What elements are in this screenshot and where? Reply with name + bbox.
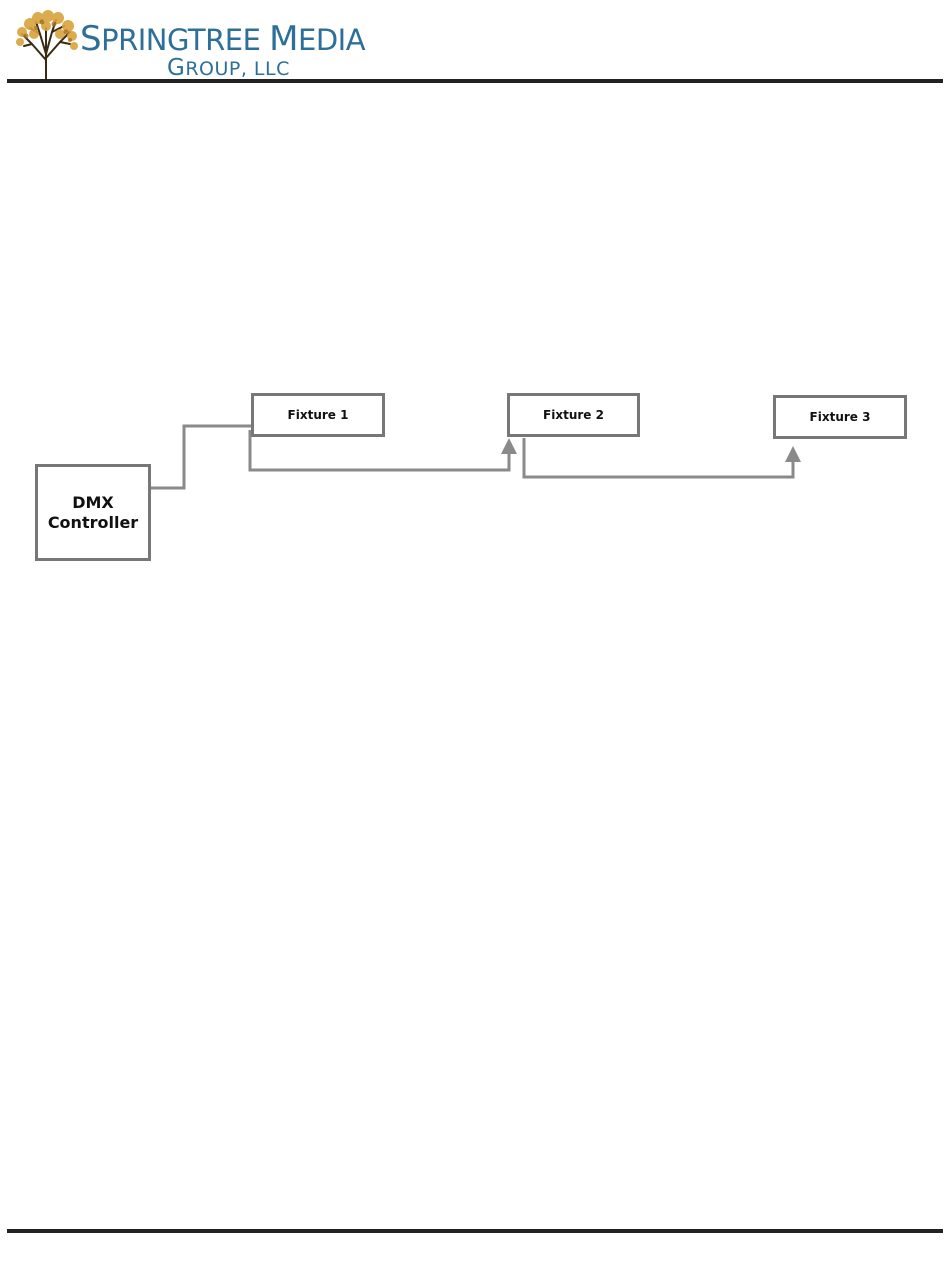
fixture-2-label: Fixture 2: [543, 408, 604, 422]
footer-divider: [7, 1229, 943, 1233]
fixture-1-box: Fixture 1: [251, 393, 385, 437]
arrowhead-fixture2: [501, 438, 517, 454]
logo-initial-g: G: [167, 55, 185, 81]
logo-initial-m: M: [269, 19, 298, 59]
logo-initial-s: S: [80, 19, 101, 59]
controller-label-line2: Controller: [48, 513, 138, 532]
logo-text-roup: ROUP, LLC: [185, 58, 290, 80]
link-fixture2-fixture3: [524, 438, 793, 477]
link-controller-fixture1: [150, 426, 252, 488]
header-divider: [7, 79, 943, 83]
company-name-line2: GROUP, LLC: [167, 57, 290, 80]
company-name-line1: SPRINGTREE MEDIA: [80, 22, 365, 56]
fixture-3-box: Fixture 3: [773, 395, 907, 439]
logo-text-edia: EDIA: [298, 23, 365, 57]
dmx-wiring-diagram: DMX Controller Fixture 1 Fixture 2 Fixtu…: [0, 380, 950, 580]
tree-logo-icon: [10, 8, 82, 82]
fixture-3-label: Fixture 3: [810, 410, 871, 424]
page-header: SPRINGTREE MEDIA GROUP, LLC: [0, 0, 950, 90]
fixture-2-box: Fixture 2: [507, 393, 640, 437]
logo-text-pringtree: PRINGTREE: [101, 23, 269, 57]
dmx-controller-box: DMX Controller: [35, 464, 151, 561]
arrowhead-fixture3: [785, 446, 801, 462]
fixture-1-label: Fixture 1: [288, 408, 349, 422]
controller-label-line1: DMX: [72, 493, 114, 512]
